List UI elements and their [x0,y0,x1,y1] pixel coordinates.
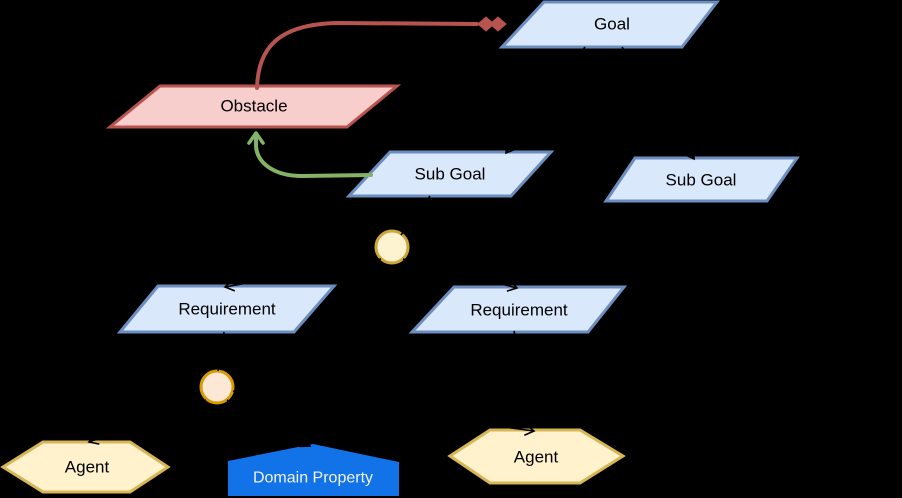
edge-node2-to-agent-2[interactable] [232,390,536,436]
obstacle-label: Obstacle [220,97,287,116]
resolution-link[interactable] [247,131,373,179]
sub-goal-2-label: Sub Goal [666,171,737,190]
refinement-node-1[interactable] [374,229,410,265]
requirement-2-label: Requirement [470,301,568,320]
edge-requirement-1-to-node[interactable] [217,331,225,372]
agent-2-label: Agent [514,448,559,467]
requirement-1-node[interactable] [116,284,338,334]
edge-node1-to-requirement-2[interactable] [402,258,519,292]
edge-requirement-2-stub[interactable] [513,330,519,348]
edge-node2-to-agent-1[interactable] [87,399,207,445]
refinement-node-2[interactable] [199,369,235,405]
edge-subgoal-1-to-node[interactable] [400,195,431,236]
domain-property-label: Domain Property [253,470,373,487]
goal-node[interactable] [498,0,721,49]
agent-1-label: Agent [65,458,110,477]
edge-goal-to-subgoal-2[interactable] [621,46,695,161]
sub-goal-1-node[interactable] [345,150,555,198]
requirement-2-node[interactable] [408,285,628,334]
sub-goal-2-node[interactable] [603,156,800,203]
obstruction-link[interactable] [255,16,507,90]
edge-node2-to-domain-property[interactable] [226,399,312,448]
edge-node1-to-requirement-1[interactable] [223,258,382,292]
agent-1-node[interactable] [0,440,171,494]
edge-goal-to-subgoal-1[interactable] [505,46,586,155]
agent-2-node[interactable] [447,428,626,485]
sub-goal-1-label: Sub Goal [415,165,486,184]
double-diamond-arrowhead-icon [477,16,507,32]
goal-label: Goal [594,15,630,34]
requirement-1-label: Requirement [178,300,276,319]
obstruction-link-line[interactable] [255,20,479,90]
obstacle-node[interactable] [105,84,402,129]
domain-property-node[interactable] [228,444,399,496]
